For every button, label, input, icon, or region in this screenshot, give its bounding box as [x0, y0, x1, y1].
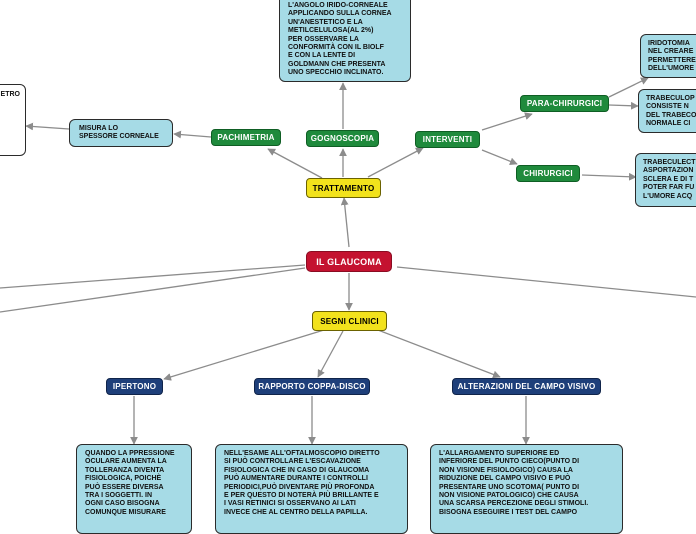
- gonioscopia-note[interactable]: L'ANGOLO IRIDO-CORNEALE APPLICANDO SULLA…: [279, 0, 411, 82]
- link-signs-ipertono: [163, 329, 325, 381]
- link-central-treatment: [340, 197, 350, 248]
- coppa-disco-node[interactable]: RAPPORTO COPPA-DISCO: [254, 378, 370, 395]
- link-para-iridotomia: [608, 77, 649, 98]
- trabeculectomia-note[interactable]: TRABECULECT ASPORTAZION SCLERA E DI T PO…: [635, 153, 696, 207]
- link-interventi-para: [481, 112, 533, 131]
- link-central-left-upper: [0, 264, 306, 289]
- ipertono-note-text: QUANDO LA PPRESSIONE OCULARE AUMENTA LA …: [85, 450, 175, 516]
- pachimetro-note-text: ETRO: [0, 91, 20, 98]
- iridotomia-note-text: IRIDOTOMIA NEL CREARE PERMETTERE DELL'UM…: [648, 40, 696, 73]
- signs-node[interactable]: SEGNI CLINICI: [312, 311, 387, 331]
- connector-lines: [0, 77, 696, 445]
- gonioscopia-note-text: L'ANGOLO IRIDO-CORNEALE APPLICANDO SULLA…: [288, 2, 392, 77]
- pachimetria-note-text: MISURA LO SPESSORE CORNEALE: [79, 125, 159, 141]
- trabeculectomia-note-text: TRABECULECT ASPORTAZION SCLERA E DI T PO…: [643, 159, 696, 200]
- link-pachimetria-note: [173, 130, 212, 139]
- iridotomia-note[interactable]: IRIDOTOMIA NEL CREARE PERMETTERE DELL'UM…: [640, 34, 696, 78]
- interventi-node[interactable]: INTERVENTI: [415, 131, 480, 148]
- campo-visivo-node[interactable]: ALTERAZIONI DEL CAMPO VISIVO: [452, 378, 601, 395]
- para-chirurgici-node[interactable]: PARA-CHIRURGICI: [520, 95, 609, 112]
- link-signs-coppa: [317, 330, 344, 378]
- campo-visivo-note-text: L'ALLARGAMENTO SUPERIORE ED INFERIORE DE…: [439, 450, 589, 516]
- link-note-pachimetro: [25, 122, 70, 131]
- trabeculoplastica-note[interactable]: TRABECULOP CONSISTE N DEL TRABECO NORMAL…: [638, 89, 696, 133]
- link-chirurgici-trabeculectomia: [581, 172, 637, 181]
- central-topic[interactable]: IL GLAUCOMA: [306, 251, 392, 272]
- pachimetro-note[interactable]: ETRO: [0, 84, 26, 156]
- link-central-right: [396, 266, 696, 298]
- trabeculoplastica-note-text: TRABECULOP CONSISTE N DEL TRABECO NORMAL…: [646, 95, 696, 128]
- link-treatment-interventi: [367, 147, 424, 178]
- pachimetria-note[interactable]: MISURA LO SPESSORE CORNEALE: [69, 119, 173, 147]
- campo-visivo-note[interactable]: L'ALLARGAMENTO SUPERIORE ED INFERIORE DE…: [430, 444, 623, 534]
- link-treatment-pachimetria: [267, 148, 323, 179]
- ipertono-note[interactable]: QUANDO LA PPRESSIONE OCULARE AUMENTA LA …: [76, 444, 192, 534]
- link-para-trabeculoplastica: [608, 101, 639, 110]
- link-central-left-lower: [0, 267, 306, 313]
- ipertono-node[interactable]: IPERTONO: [106, 378, 163, 395]
- gonioscopia-node[interactable]: GOGNOSCOPIA: [306, 130, 379, 147]
- link-signs-campo: [377, 329, 501, 379]
- treatment-node[interactable]: TRATTAMENTO: [306, 178, 381, 198]
- coppa-disco-note[interactable]: NELL'ESAME ALL'OFTALMOSCOPIO DIRETTO SI …: [215, 444, 408, 534]
- pachimetria-node[interactable]: PACHIMETRIA: [211, 129, 281, 146]
- coppa-disco-note-text: NELL'ESAME ALL'OFTALMOSCOPIO DIRETTO SI …: [224, 450, 380, 516]
- chirurgici-node[interactable]: CHIRURGICI: [516, 165, 580, 182]
- link-interventi-chirurgici: [481, 149, 518, 166]
